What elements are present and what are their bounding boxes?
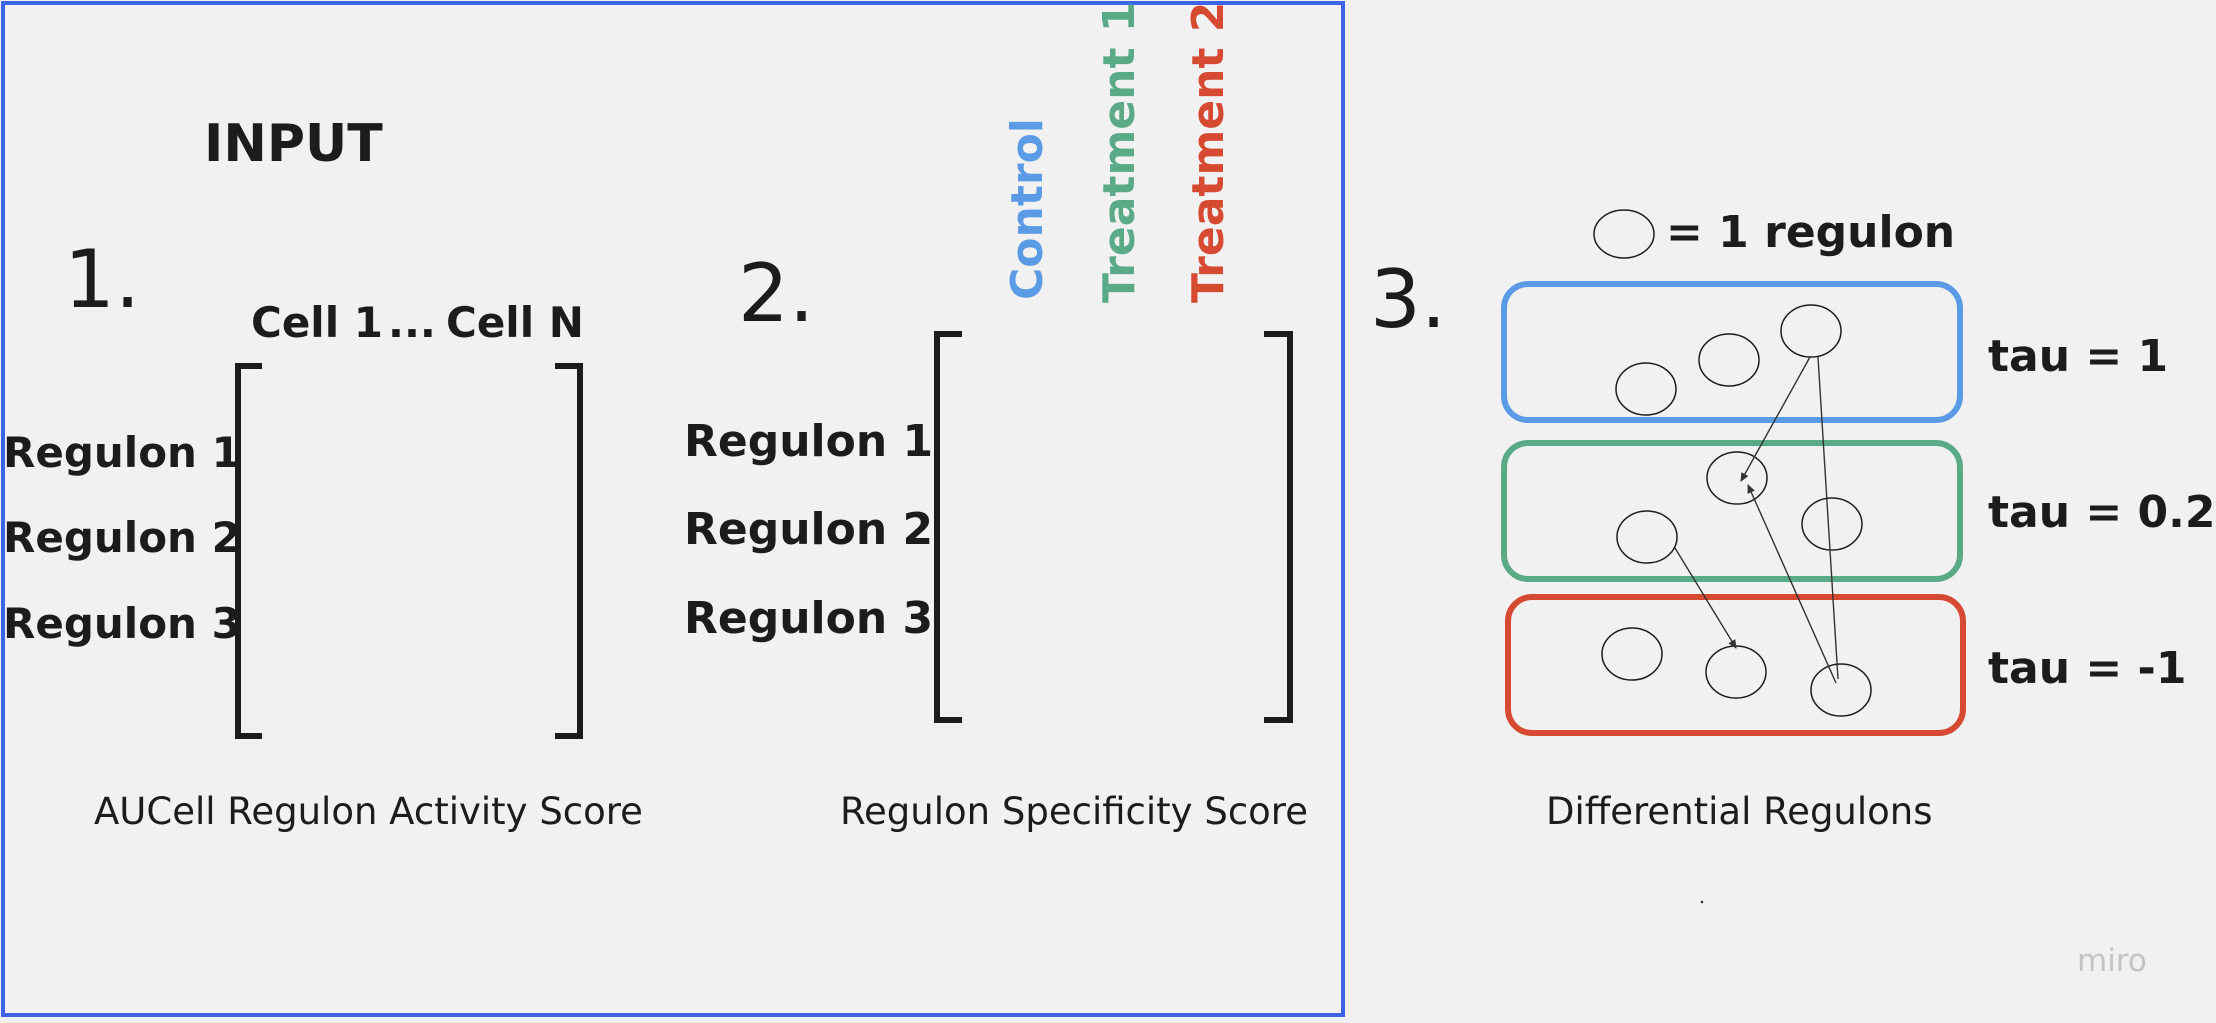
- panel1-number: 1.: [64, 233, 141, 326]
- arrow-t1-to-t2: [1674, 547, 1737, 649]
- panel3-caption: Differential Regulons: [1546, 790, 1933, 833]
- miro-watermark: miro: [2077, 943, 2147, 979]
- treatment1-box: [1501, 440, 1963, 582]
- regulon-circle: [1780, 304, 1842, 358]
- panel1-caption: AUCell Regulon Activity Score: [94, 790, 643, 833]
- panel2-row-label: Regulon 3: [684, 593, 934, 644]
- panel1-column-header-ellipsis: ...: [388, 298, 436, 347]
- regulon-circle: [1810, 663, 1872, 717]
- panel2-row-label: Regulon 2: [684, 504, 934, 555]
- regulon-circle: [1705, 645, 1767, 699]
- matrix1-right-bracket: [555, 363, 583, 739]
- panel2-column-treatment2: Treatment 2: [1183, 1, 1234, 303]
- treatment2-box: [1505, 594, 1966, 736]
- regulon-circle: [1698, 333, 1760, 387]
- legend-regulon-circle: [1593, 209, 1655, 259]
- panel1-column-header-last: Cell N: [446, 298, 584, 347]
- regulon-circle: [1801, 497, 1863, 551]
- panel2-column-treatment1: Treatment 1: [1094, 1, 1145, 303]
- regulon-circle: [1706, 451, 1768, 505]
- arrow-control-to-t1: [1740, 356, 1811, 482]
- panel2-column-control: Control: [1002, 118, 1053, 300]
- regulon-circle: [1615, 362, 1677, 416]
- panel2-caption: Regulon Specificity Score: [840, 790, 1308, 833]
- panel2-row-label: Regulon 1: [684, 416, 934, 467]
- stray-dot: [1700, 900, 1704, 904]
- panel1-row-label: Regulon 1: [3, 428, 241, 477]
- panel2-number: 2.: [738, 247, 815, 340]
- tau-label-treatment2: tau = -1: [1988, 643, 2187, 694]
- legend-label: = 1 regulon: [1666, 207, 1956, 258]
- matrix1-left-bracket: [235, 363, 262, 739]
- input-frame: [1, 1, 1345, 1017]
- line-control-to-t2: [1817, 356, 1839, 680]
- arrow-t2-to-t1: [1747, 484, 1837, 684]
- regulon-circle: [1601, 627, 1663, 681]
- matrix2-right-bracket: [1264, 331, 1293, 723]
- matrix2-left-bracket: [934, 331, 962, 723]
- tau-label-treatment1: tau = 0.2: [1988, 487, 2216, 538]
- panel1-row-label: Regulon 3: [3, 599, 241, 648]
- tau-label-control: tau = 1: [1988, 331, 2169, 382]
- regulon-circle: [1616, 510, 1678, 564]
- panel3-number: 3.: [1370, 253, 1447, 346]
- panel1-row-label: Regulon 2: [3, 513, 241, 562]
- panel1-column-header-first: Cell 1: [251, 298, 383, 347]
- input-title: INPUT: [204, 114, 383, 174]
- control-box: [1501, 281, 1963, 423]
